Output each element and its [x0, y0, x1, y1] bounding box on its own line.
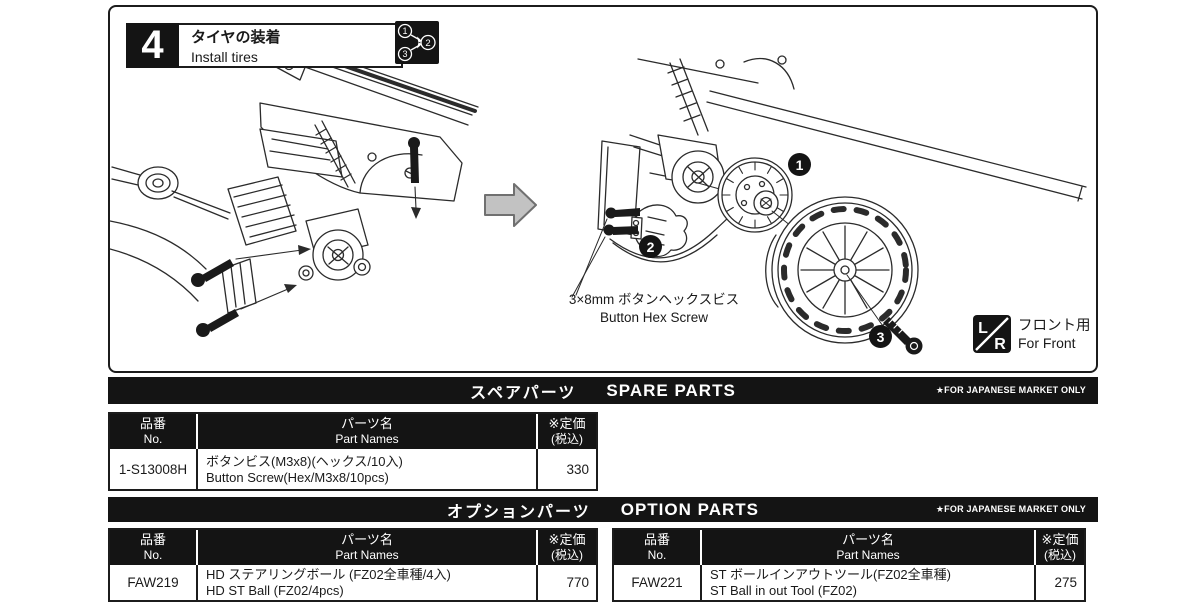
part-name-en: Button Screw(Hex/M3x8/10pcs)	[206, 469, 389, 485]
part-name-en: ST Ball in out Tool (FZ02)	[710, 583, 857, 598]
part-number: 1-S13008H	[110, 449, 198, 489]
option-parts-title-jp: オプションパーツ	[447, 503, 591, 521]
spare-parts-title-jp: スペアパーツ	[470, 384, 577, 402]
col-name-en: Part Names	[836, 548, 900, 562]
lr-right-letter: R	[994, 336, 1006, 353]
col-price-jp: ※定価	[548, 532, 586, 547]
assembly-illustration	[110, 36, 1087, 355]
col-no-en: No.	[143, 432, 163, 446]
col-price-jp: ※定価	[548, 416, 586, 431]
screw-note: 3×8mm ボタンヘックスビス Button Hex Screw	[558, 290, 750, 327]
direction-arrow	[484, 183, 537, 227]
option-part-row: FAW219 HD ステアリングボール (FZ02全車種/4入) HD ST B…	[110, 565, 596, 600]
spare-table-header: 品番 No. パーツ名 Part Names ※定価 (税込)	[110, 414, 596, 449]
wheel-screw	[883, 317, 923, 355]
col-price-en: (税込)	[551, 432, 583, 446]
step-title-jp: タイヤの装着	[191, 29, 281, 46]
badge-1: 1	[788, 153, 811, 176]
part-price: 770	[566, 575, 589, 590]
lr-left-letter: L	[978, 320, 988, 337]
instruction-step-frame: 4 タイヤの装着 Install tires 1 3 2 1 2 3 3×8mm…	[108, 5, 1098, 373]
col-no-jp: 品番	[643, 532, 670, 547]
badge-2: 2	[639, 235, 662, 258]
spare-market-note: ★FOR JAPANESE MARKET ONLY	[935, 385, 1086, 395]
col-no-jp: 品番	[139, 532, 166, 547]
order-step-3: 3	[402, 49, 407, 59]
col-price-jp: ※定価	[1041, 532, 1079, 547]
part-name-jp: ST ボールインアウトツール(FZ02全車種)	[710, 567, 951, 582]
chassis-front-corner-drawing	[110, 36, 479, 337]
col-name-en: Part Names	[335, 548, 399, 562]
col-no-en: No.	[143, 548, 163, 562]
brake-disc	[697, 157, 793, 233]
screw-note-en: Button Hex Screw	[599, 310, 709, 325]
option-parts-table-right: 品番 No. パーツ名 Part Names ※定価 (税込) FAW221 S…	[612, 528, 1086, 602]
part-name-jp: ボタンビス(M3x8)(ヘックス/10入)	[206, 453, 403, 469]
lr-label-en: For Front	[1018, 334, 1076, 351]
lr-icon: L R	[973, 315, 1011, 353]
knuckle-screws	[191, 245, 311, 337]
part-name-en: HD ST Ball (FZ02/4pcs)	[206, 583, 344, 598]
part-name: HD ステアリングボール (FZ02全車種/4入) HD ST Ball (FZ…	[198, 565, 538, 600]
option-parts-title-en: OPTION PARTS	[620, 499, 759, 519]
order-step-2: 2	[425, 38, 430, 49]
front-wheel	[765, 196, 919, 344]
step-title-box: タイヤの装着 Install tires	[179, 23, 403, 68]
part-price: 330	[566, 461, 589, 477]
part-price: 275	[1054, 575, 1077, 590]
lr-label: フロント用 For Front	[1018, 317, 1091, 352]
spare-parts-table: 品番 No. パーツ名 Part Names ※定価 (税込) 1-S13008…	[108, 412, 598, 491]
badge-3: 3	[869, 325, 892, 348]
order-step-1: 1	[402, 26, 407, 36]
lr-front-note: L R フロント用 For Front	[973, 315, 1091, 353]
step-header: 4 タイヤの装着 Install tires	[126, 23, 403, 68]
part-name: ボタンビス(M3x8)(ヘックス/10入) Button Screw(Hex/M…	[198, 449, 538, 489]
col-price-en: (税込)	[551, 548, 583, 562]
option-part-row: FAW221 ST ボールインアウトツール(FZ02全車種) ST Ball i…	[614, 565, 1084, 600]
col-name-jp: パーツ名	[341, 532, 393, 547]
caliper-screws	[603, 207, 640, 236]
step-number: 4	[126, 23, 179, 68]
spare-parts-bar: スペアパーツ SPARE PARTS ★FOR JAPANESE MARKET …	[108, 377, 1098, 404]
option-parts-bar: オプションパーツ OPTION PARTS ★FOR JAPANESE MARK…	[108, 497, 1098, 522]
part-name: ST ボールインアウトツール(FZ02全車種) ST Ball in out T…	[702, 565, 1036, 600]
assembly-order-icon: 1 3 2	[395, 21, 439, 64]
spare-part-row: 1-S13008H ボタンビス(M3x8)(ヘックス/10入) Button S…	[110, 449, 596, 489]
screw-note-jp: 3×8mm ボタンヘックスビス	[568, 292, 740, 307]
deck-screw	[408, 137, 421, 219]
col-name-jp: パーツ名	[341, 416, 393, 431]
option-market-note: ★FOR JAPANESE MARKET ONLY	[935, 504, 1086, 514]
part-number: FAW221	[614, 565, 702, 600]
option-parts-table-left: 品番 No. パーツ名 Part Names ※定価 (税込) FAW219 H…	[108, 528, 598, 602]
part-name-jp: HD ステアリングボール (FZ02全車種/4入)	[206, 567, 451, 582]
col-no-en: No.	[647, 548, 667, 562]
step-title-en: Install tires	[191, 49, 258, 65]
col-price-en: (税込)	[1044, 548, 1076, 562]
col-name-en: Part Names	[335, 432, 399, 446]
spare-parts-title-en: SPARE PARTS	[606, 380, 736, 400]
col-name-jp: パーツ名	[842, 532, 894, 547]
col-no-jp: 品番	[139, 416, 166, 431]
wheel-install-drawing	[571, 55, 1087, 355]
lr-label-jp: フロント用	[1018, 317, 1091, 334]
part-number: FAW219	[110, 565, 198, 600]
